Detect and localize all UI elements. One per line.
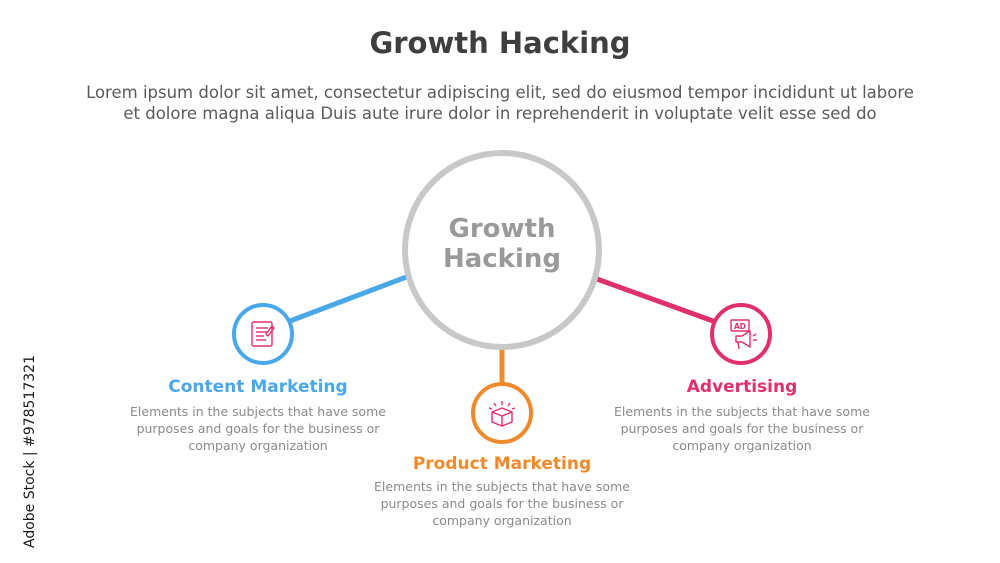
connector-content: [287, 273, 412, 324]
description-line: company organization: [188, 438, 328, 453]
product-box-icon: [488, 401, 516, 427]
intro-line: et dolore magna aliqua Duis aute irure d…: [123, 104, 877, 123]
description-line: purposes and goals for the business or: [620, 421, 864, 436]
hub-label: Growth Hacking: [404, 214, 600, 274]
product-marketing-description: Elements in the subjects that have some …: [362, 478, 642, 529]
description-line: Elements in the subjects that have some: [374, 479, 630, 494]
description-line: Elements in the subjects that have some: [614, 404, 870, 419]
hub-label-line: Growth: [448, 214, 556, 244]
megaphone-ad-icon: [730, 319, 757, 350]
description-line: purposes and goals for the business or: [136, 421, 380, 436]
hub-label-line: Hacking: [442, 244, 562, 274]
ad-icon-text: AD: [734, 322, 746, 331]
connector-advertising: [594, 276, 716, 324]
intro-paragraph: Lorem ipsum dolor sit amet, consectetur …: [30, 82, 970, 124]
advertising-title: Advertising: [686, 377, 798, 397]
advertising-node: AD: [710, 303, 772, 365]
advertising-description: Elements in the subjects that have some …: [602, 403, 882, 454]
hub-circle: [402, 150, 602, 350]
description-line: company organization: [672, 438, 812, 453]
stock-watermark: Adobe Stock | #978517321: [22, 355, 38, 548]
description-line: purposes and goals for the business or: [380, 496, 624, 511]
product-marketing-node: [471, 382, 533, 444]
description-line: company organization: [432, 513, 572, 528]
content-marketing-node: [232, 303, 294, 365]
content-document-icon: [251, 321, 275, 347]
page-title: Growth Hacking: [369, 26, 631, 60]
product-marketing-title: Product Marketing: [412, 454, 592, 474]
content-marketing-title: Content Marketing: [168, 377, 348, 397]
content-marketing-description: Elements in the subjects that have some …: [118, 403, 398, 454]
intro-line: Lorem ipsum dolor sit amet, consectetur …: [86, 83, 914, 102]
description-line: Elements in the subjects that have some: [130, 404, 386, 419]
